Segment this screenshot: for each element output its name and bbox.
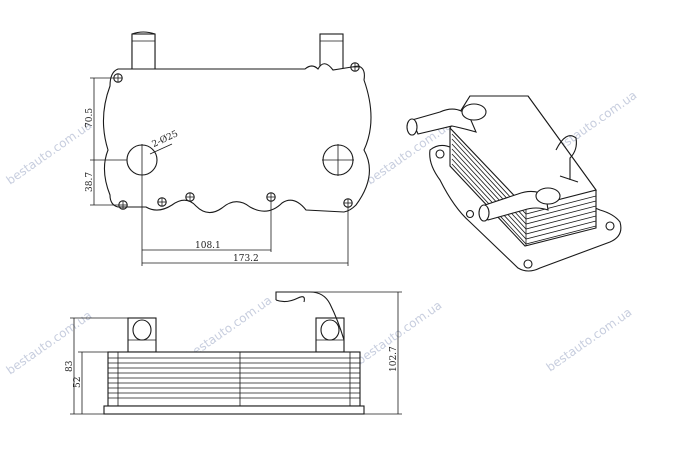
- iso-cooling-fins: [451, 133, 597, 246]
- iso-pipe-upper: [411, 108, 477, 135]
- isometric-view: [406, 95, 622, 272]
- watermark-1: bestauto.com.ua: [4, 118, 95, 187]
- dim-hole-top-to-port: 70.5: [85, 108, 95, 128]
- side-pipe-left: [127, 317, 157, 353]
- dim-side-height-small: 52: [73, 377, 83, 388]
- dim-side-height-mid: 83: [65, 360, 75, 372]
- iso-top-plate: [449, 95, 597, 209]
- dim-side-height-total: 102.7: [389, 346, 399, 372]
- side-fins: [108, 352, 360, 406]
- dim-hole-spacing-long: 173.2: [233, 254, 259, 264]
- iso-bracket: [555, 135, 577, 180]
- side-base-plate: [103, 405, 365, 415]
- watermark-7: bestauto.com.ua: [354, 298, 445, 367]
- side-fin-stack: [107, 351, 361, 407]
- iso-pipe-lower: [481, 190, 549, 221]
- top-view: 70.5 38.7 2-Ø25 108.1 173.2: [85, 31, 372, 266]
- dim-hole-spacing-short: 108.1: [195, 241, 221, 251]
- side-pipe-right: [315, 317, 345, 353]
- dim-port-to-bottom-hole: 38.7: [85, 172, 95, 192]
- side-view: 83 52 102.7: [65, 291, 402, 415]
- watermark-5: bestauto.com.ua: [4, 308, 95, 377]
- top-pipe-left-body: [131, 33, 156, 71]
- top-body-outline: [102, 63, 372, 214]
- watermark-8: bestauto.com.ua: [544, 305, 635, 374]
